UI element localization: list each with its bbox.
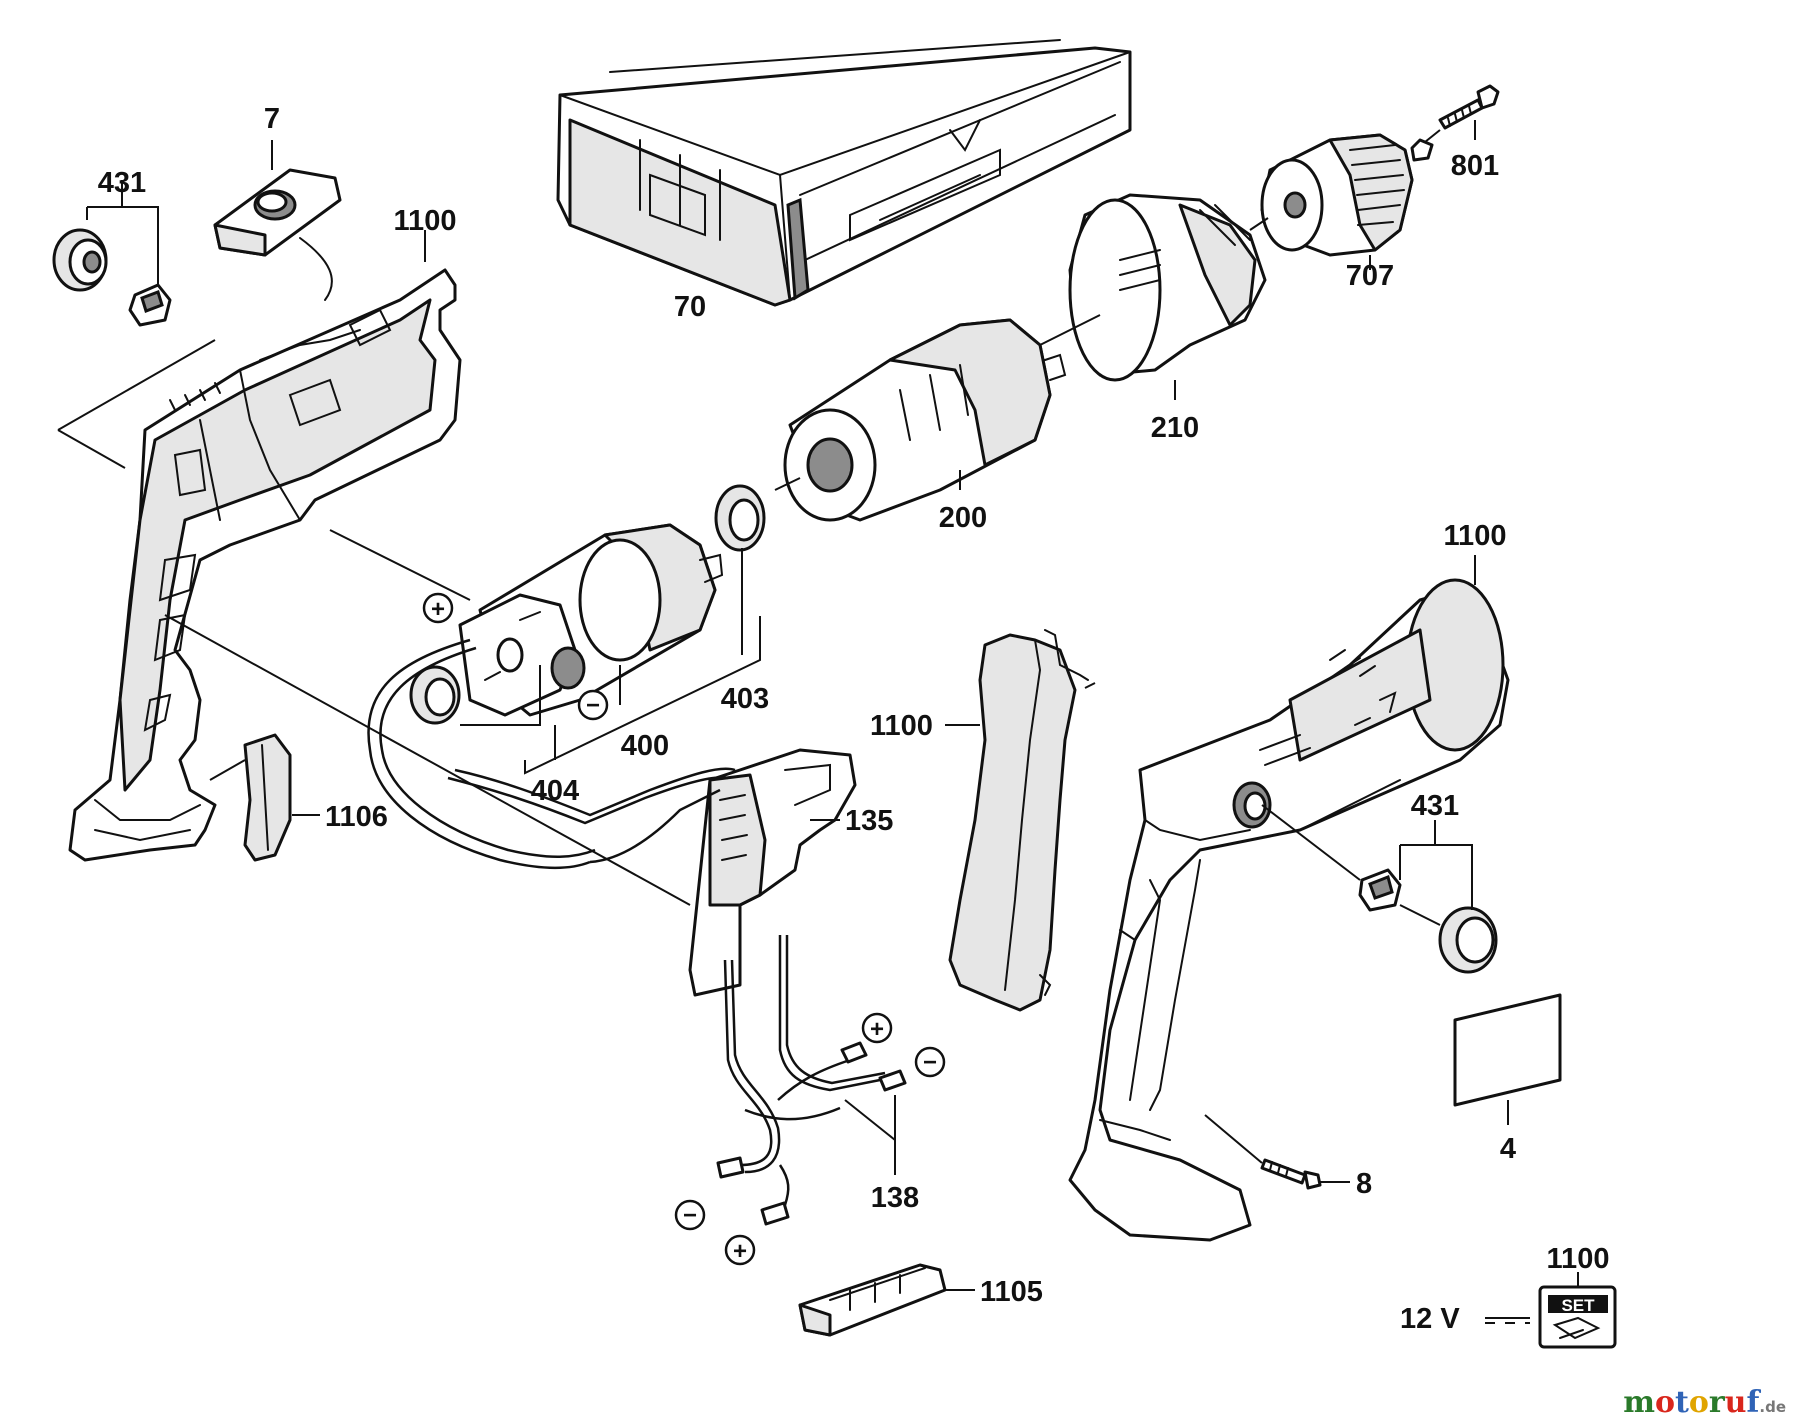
part-210-torque-collar[interactable]	[1068, 193, 1267, 400]
part-1105-battery-contact[interactable]	[798, 1263, 975, 1337]
voltage-label: 12 V	[1400, 1303, 1460, 1335]
leader-gearbox-to-collar	[1039, 314, 1101, 346]
part-70-carrying-case[interactable]	[556, 39, 1132, 307]
label-1100-grip: 1100	[870, 710, 933, 742]
leader-431-to-housing-b	[57, 429, 126, 469]
part-400-motor[interactable]	[458, 523, 724, 717]
minus-symbol: −	[577, 689, 609, 721]
leader-housing-to-trigger	[164, 614, 691, 906]
label-7: 7	[264, 103, 280, 135]
watermark-letter: t	[1674, 1385, 1689, 1420]
svg-text:−: −	[683, 1202, 697, 1229]
leader-grip	[1084, 682, 1096, 689]
set-badge-text: SET	[1561, 1296, 1595, 1315]
set-badge: SET	[1485, 1272, 1617, 1349]
label-431-left: 431	[98, 167, 146, 199]
leader-screw-to-housing	[1204, 1114, 1263, 1164]
plus-symbol: +	[422, 592, 454, 624]
label-135: 135	[845, 805, 893, 837]
svg-text:+: +	[870, 1016, 884, 1043]
label-1100-set: 1100	[1547, 1243, 1610, 1275]
leader-collar-to-chuck	[1249, 217, 1269, 231]
label-1100-top: 1100	[394, 205, 457, 237]
part-707-chuck[interactable]	[1260, 133, 1434, 270]
label-1105: 1105	[980, 1276, 1043, 1308]
part-138-cable-harness[interactable]	[716, 935, 907, 1226]
part-1106-clip[interactable]	[243, 733, 320, 862]
label-4: 4	[1500, 1133, 1516, 1165]
minus-symbol: −	[914, 1046, 946, 1078]
watermark-letter: f	[1746, 1385, 1760, 1420]
watermark-letter: m	[1623, 1385, 1655, 1420]
part-801-screw[interactable]	[1438, 84, 1500, 140]
watermark-letter: o	[1654, 1385, 1675, 1420]
leader-chuck-to-screw	[1424, 129, 1441, 143]
label-210: 210	[1151, 412, 1199, 444]
svg-text:−: −	[586, 692, 600, 719]
polarity-symbols: + − + − − +	[422, 592, 946, 1266]
watermark-letter: u	[1724, 1385, 1747, 1420]
minus-symbol: −	[674, 1199, 706, 1231]
label-801: 801	[1451, 150, 1499, 182]
leader-431-to-right-housing	[1261, 804, 1361, 881]
leader-1106	[209, 759, 246, 781]
part-403-ring[interactable]	[714, 484, 766, 655]
part-labels: 7 431 1100 70 801 707 210 200 1100 403 4…	[98, 103, 1610, 1335]
label-138: 138	[871, 1182, 919, 1214]
plus-symbol: +	[861, 1012, 893, 1044]
watermark-logo: motoruf.de	[1623, 1385, 1786, 1420]
label-200: 200	[939, 502, 987, 534]
part-431-brush-right[interactable]	[1358, 820, 1498, 974]
leader-431-to-housing	[57, 339, 216, 431]
part-1100-grip-shell[interactable]	[945, 629, 1089, 1012]
part-135-trigger-switch[interactable]	[688, 748, 857, 997]
label-400: 400	[621, 730, 669, 762]
label-1106: 1106	[325, 801, 388, 833]
leader-400-bracket	[524, 616, 761, 775]
part-200-gearbox[interactable]	[783, 318, 1067, 522]
leader-housing-to-motor	[329, 529, 471, 601]
part-404-bearing[interactable]	[409, 665, 556, 760]
part-8-screw[interactable]	[1260, 1158, 1350, 1190]
plus-symbol: +	[724, 1234, 756, 1266]
leader-ring-to-gearbox	[774, 477, 801, 491]
part-1100-right-housing[interactable]	[1068, 555, 1510, 1242]
part-4-nameplate[interactable]	[1453, 993, 1562, 1125]
label-8: 8	[1356, 1168, 1372, 1200]
watermark-letter: r	[1708, 1385, 1725, 1420]
svg-text:+: +	[431, 596, 445, 623]
part-7-selector-switch[interactable]	[213, 140, 342, 301]
svg-text:−: −	[923, 1049, 937, 1076]
label-404: 404	[531, 775, 579, 807]
motor-wires	[367, 638, 736, 869]
part-1100-left-housing[interactable]	[68, 268, 462, 862]
part-431-brush-left[interactable]	[52, 180, 172, 327]
label-431-right: 431	[1411, 790, 1459, 822]
watermark-suffix: .de	[1759, 1398, 1786, 1416]
svg-text:+: +	[733, 1238, 747, 1265]
label-707: 707	[1346, 260, 1394, 292]
label-403: 403	[721, 683, 769, 715]
label-1100-right: 1100	[1444, 520, 1507, 552]
label-70: 70	[674, 291, 706, 323]
watermark-letter: o	[1688, 1385, 1709, 1420]
